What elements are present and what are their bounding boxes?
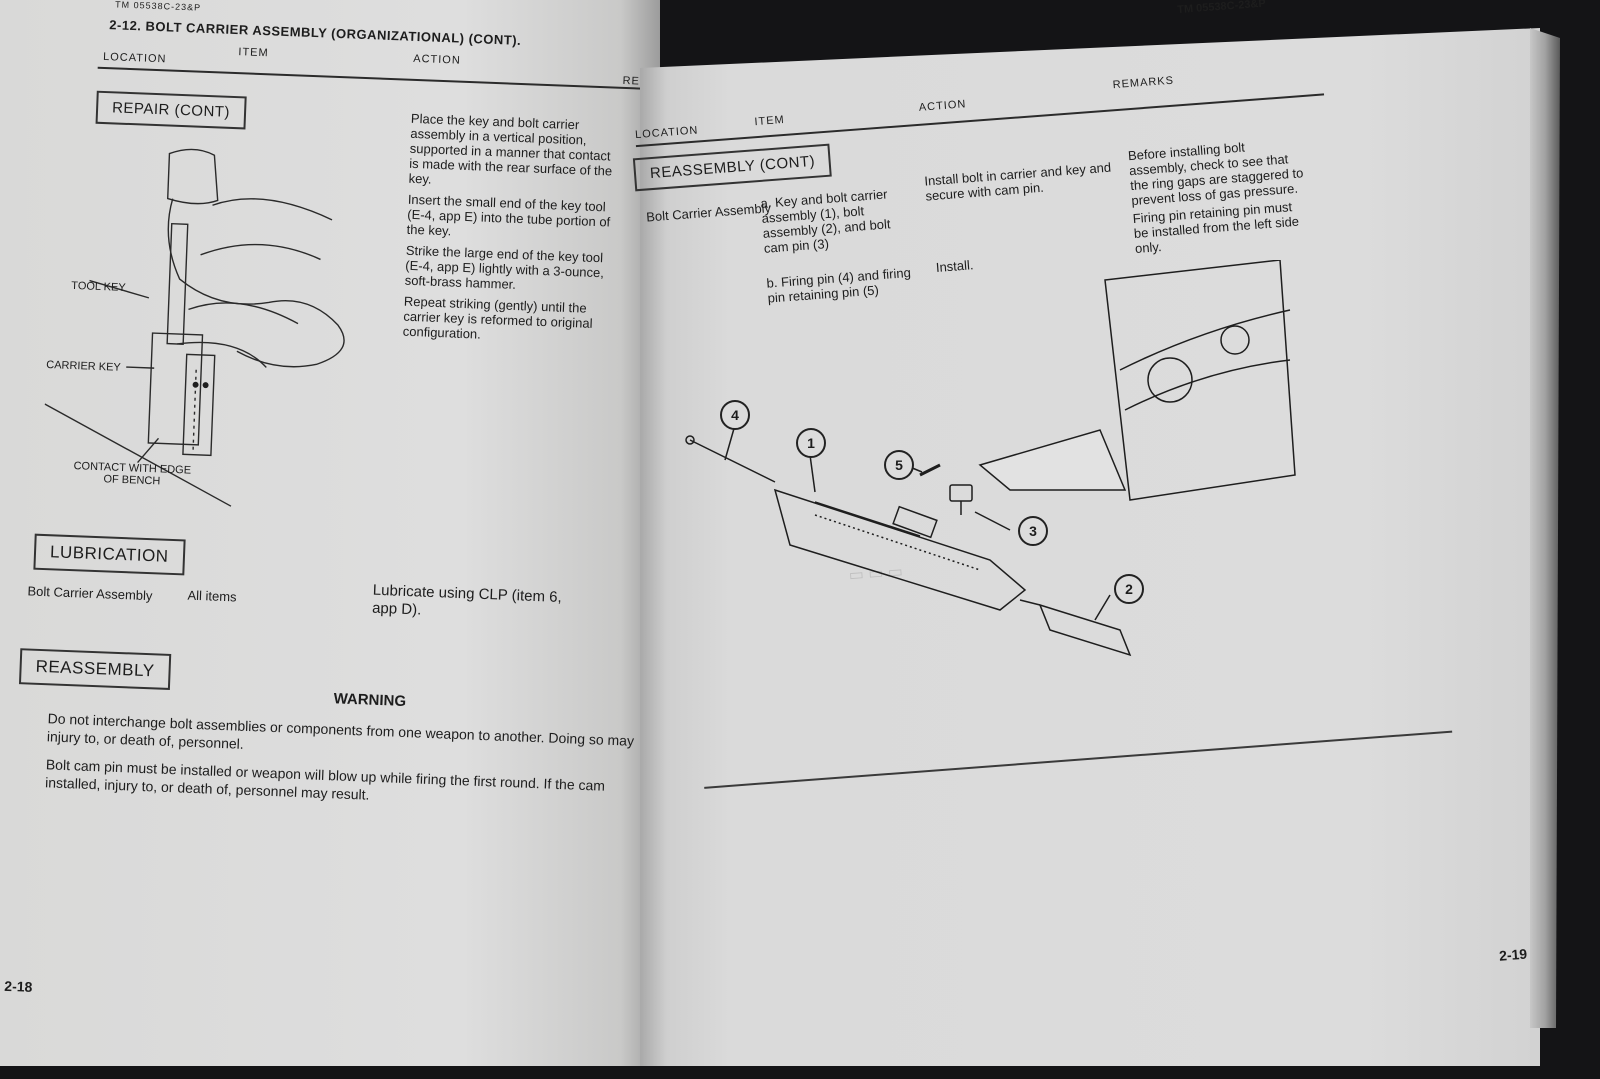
callout-2: 2 bbox=[1114, 574, 1144, 604]
carrier-slot bbox=[814, 501, 921, 537]
step-a-action: Install bolt in carrier and key and secu… bbox=[923, 159, 1112, 204]
detail-inset-frame bbox=[1104, 260, 1296, 501]
callout-3: 3 bbox=[1018, 516, 1048, 546]
detail-pin-head bbox=[1220, 325, 1250, 355]
bolt-assembly bbox=[1038, 603, 1132, 657]
firing-pin bbox=[689, 439, 776, 483]
leader-3 bbox=[974, 511, 1011, 531]
retaining-pin bbox=[919, 463, 941, 477]
page-edge bbox=[1530, 28, 1560, 1028]
bolt-carrier-exploded-view bbox=[685, 260, 1296, 657]
leader-2 bbox=[1094, 594, 1111, 621]
step-a-item: a. Key and bolt carrier assembly (1), bo… bbox=[760, 186, 891, 256]
lube-action: Lubricate using CLP (item 6, app D). bbox=[371, 581, 563, 619]
left-page: TM 05538C-23&P 2-12. BOLT CARRIER ASSEMB… bbox=[0, 0, 684, 1066]
right-page-number: 2-19 bbox=[1498, 945, 1528, 964]
repair-step-4: Repeat striking (gently) until the carri… bbox=[402, 293, 593, 342]
left-page-content: TM 05538C-23&P 2-12. BOLT CARRIER ASSEMB… bbox=[0, 0, 684, 1078]
reassembly-heading: REASSEMBLY bbox=[18, 648, 172, 690]
bottom-rule bbox=[704, 730, 1453, 789]
col-item: ITEM bbox=[238, 46, 269, 60]
col-action: ACTION bbox=[413, 52, 462, 67]
key-tool-illustration bbox=[44, 148, 345, 507]
location-bolt-carrier: Bolt Carrier Assembly bbox=[645, 200, 772, 225]
cam-pin bbox=[949, 484, 973, 502]
left-running-head: TM 05538C-23&P bbox=[114, 0, 202, 13]
carrier-serration bbox=[814, 514, 981, 571]
bolt-carrier-body bbox=[773, 488, 1027, 611]
step-a-remarks: Before installing bolt assembly, check t… bbox=[1127, 139, 1304, 209]
rcol-location: LOCATION bbox=[634, 124, 699, 142]
finger-line-4 bbox=[177, 341, 267, 368]
contact-label: CONTACT WITH EDGE OF BENCH bbox=[73, 460, 192, 488]
rcol-remarks: REMARKS bbox=[1112, 74, 1175, 92]
tool-key-label: TOOL KEY bbox=[71, 279, 126, 294]
carrier-key-body bbox=[147, 332, 204, 446]
callout-1: 1 bbox=[796, 428, 826, 458]
finger-line-3 bbox=[188, 302, 299, 325]
repair-step-1: Place the key and bolt carrier assembly … bbox=[408, 110, 613, 187]
tool-key-leader bbox=[89, 279, 150, 299]
detail-inset-body bbox=[1119, 309, 1291, 411]
repair-cont-heading: REPAIR (CONT) bbox=[95, 90, 247, 130]
tool-shaft bbox=[166, 222, 189, 345]
right-column-headers: LOCATION ITEM ACTION REMARKS bbox=[634, 63, 1334, 143]
repair-step-3: Strike the large end of the key tool (E-… bbox=[404, 242, 605, 292]
lube-item: All items bbox=[187, 587, 237, 605]
repair-step-2: Insert the small end of the key tool (E-… bbox=[406, 191, 611, 239]
detail-pointer-arrow bbox=[978, 429, 1127, 491]
finger-line-1 bbox=[212, 198, 333, 221]
detail-cam-ring bbox=[1147, 357, 1193, 403]
left-page-number: 2-18 bbox=[4, 977, 33, 995]
callout-5: 5 bbox=[884, 450, 914, 480]
bolt-tail bbox=[1019, 599, 1041, 606]
warning-title: WARNING bbox=[333, 690, 407, 711]
carrier-key-leader bbox=[126, 366, 155, 369]
warning-body: Do not interchange bolt assemblies or co… bbox=[45, 709, 668, 815]
thumb-sleeve bbox=[167, 148, 219, 205]
leader-4 bbox=[724, 424, 736, 461]
carrier-key bbox=[892, 505, 938, 539]
rcol-item: ITEM bbox=[754, 113, 786, 129]
lubrication-heading: LUBRICATION bbox=[33, 533, 186, 576]
step-b-remarks: Firing pin retaining pin must be install… bbox=[1132, 199, 1300, 256]
col-location: LOCATION bbox=[102, 50, 167, 66]
leader-1 bbox=[809, 454, 816, 493]
right-running-head: TM 05538C-23&P bbox=[1176, 0, 1267, 17]
rivet-2 bbox=[202, 382, 209, 389]
firing-pin-head bbox=[685, 435, 695, 445]
reassembly-cont-heading: REASSEMBLY (CONT) bbox=[632, 143, 833, 192]
right-page bbox=[640, 28, 1540, 1066]
bench-edge-line bbox=[44, 403, 232, 507]
hand-outline bbox=[167, 198, 345, 368]
callout-4: 4 bbox=[720, 400, 750, 430]
finger-line-2 bbox=[200, 243, 321, 261]
lube-location: Bolt Carrier Assembly bbox=[27, 583, 153, 604]
carrier-tube bbox=[182, 353, 216, 457]
contact-leader bbox=[137, 437, 160, 464]
rcol-action: ACTION bbox=[918, 98, 967, 114]
repair-steps: Place the key and bolt carrier assembly … bbox=[403, 111, 617, 347]
rivet-1 bbox=[192, 381, 199, 388]
